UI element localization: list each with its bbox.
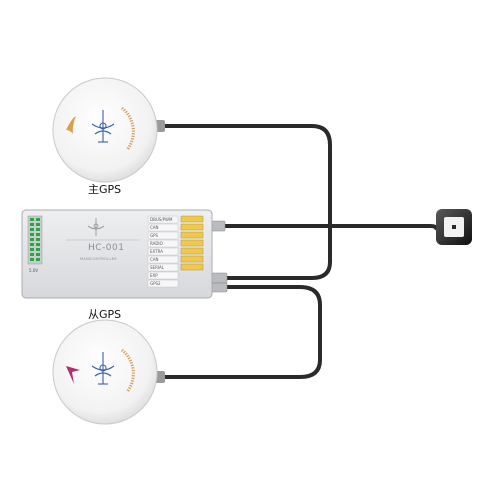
- port-label: RADIO: [150, 241, 163, 246]
- flight-controller: 5.0V HC-001 MAINCONTROLLER DBUS/PWM CAN …: [21, 209, 213, 299]
- port-label: SERIAL: [150, 265, 165, 270]
- controller-logo-icon: [87, 218, 105, 236]
- led-center: [452, 225, 456, 229]
- main-gps-body: [52, 77, 158, 183]
- secondary-gps-label: 从GPS: [88, 308, 121, 321]
- direction-arrow-icon: [66, 116, 76, 134]
- controller-subtitle: MAINCONTROLLER: [80, 257, 117, 261]
- secondary-gps-module: [52, 319, 158, 425]
- port-label: CAN: [150, 225, 159, 230]
- port-sockets: [180, 215, 204, 271]
- header-pins: [30, 218, 40, 261]
- led-module: [436, 209, 472, 245]
- port-label: DBUS/PWM: [150, 217, 173, 222]
- secondary-gps-body: [52, 319, 158, 425]
- port-label: EXP: [150, 273, 158, 278]
- main-gps-label: 主GPS: [88, 183, 121, 196]
- antenna-logo-icon: [91, 110, 115, 143]
- led-cable: [218, 224, 438, 230]
- antenna-logo-icon: [91, 352, 115, 385]
- scale-ring-icon: [121, 348, 135, 393]
- port-label: CAN: [150, 257, 159, 262]
- controller-model: HC-001: [88, 243, 124, 253]
- port-label: GPS: [150, 233, 159, 238]
- scale-ring-icon: [121, 106, 135, 151]
- main-gps-module: [52, 77, 158, 183]
- main-gps-cable: [158, 124, 332, 280]
- port-labels: DBUS/PWM CAN GPS RADIO EXTRA CAN SERIAL …: [147, 215, 179, 288]
- port-label: GPS2: [150, 281, 161, 286]
- direction-arrow-icon: [66, 366, 80, 384]
- voltage-label: 5.0V: [29, 268, 38, 273]
- port-label: EXTRA: [150, 249, 163, 254]
- cables: [158, 124, 438, 379]
- secondary-gps-cable: [158, 285, 322, 379]
